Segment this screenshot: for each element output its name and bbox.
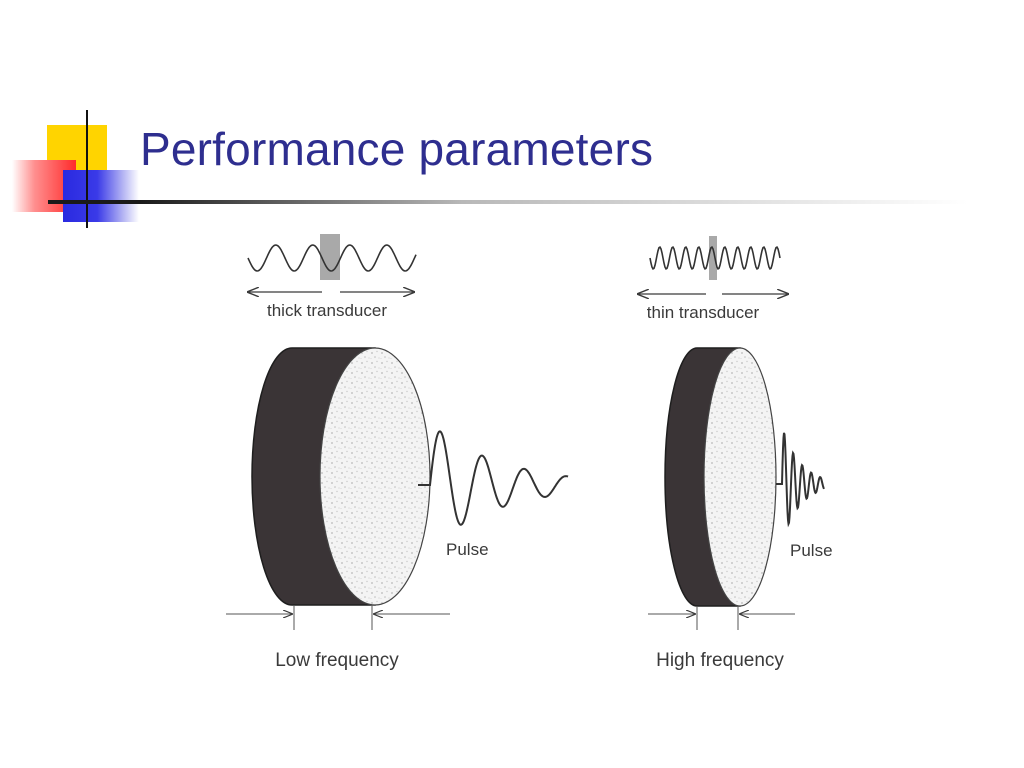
thin-wave-signal: [649, 245, 781, 271]
low-frequency-panel: thick transducer Pulse Low frequency: [226, 234, 569, 671]
low-frequency-pulse: [418, 430, 569, 526]
thick-wave-window: [320, 234, 340, 280]
high-pulse-label: Pulse: [790, 541, 833, 560]
high-frequency-label: High frequency: [656, 650, 784, 671]
thin-wave-window: [709, 236, 717, 280]
low-frequency-label: Low frequency: [275, 650, 399, 671]
thick-transducer-caption: thick transducer: [267, 301, 387, 320]
thin-transducer-caption: thin transducer: [647, 303, 760, 322]
high-frequency-panel: thin transducer Pulse High frequency: [638, 236, 833, 671]
thin-disc-face: [703, 347, 777, 607]
thick-wave-signal: [247, 244, 417, 272]
title-accent-vertical-line: [86, 110, 88, 228]
title-accent-blue-bar: [63, 170, 139, 222]
title-underline: [48, 200, 968, 204]
low-pulse-label: Pulse: [446, 540, 489, 559]
slide-title: Performance parameters: [140, 123, 654, 175]
thick-disc-face: [319, 347, 431, 606]
high-frequency-pulse: [776, 432, 825, 528]
